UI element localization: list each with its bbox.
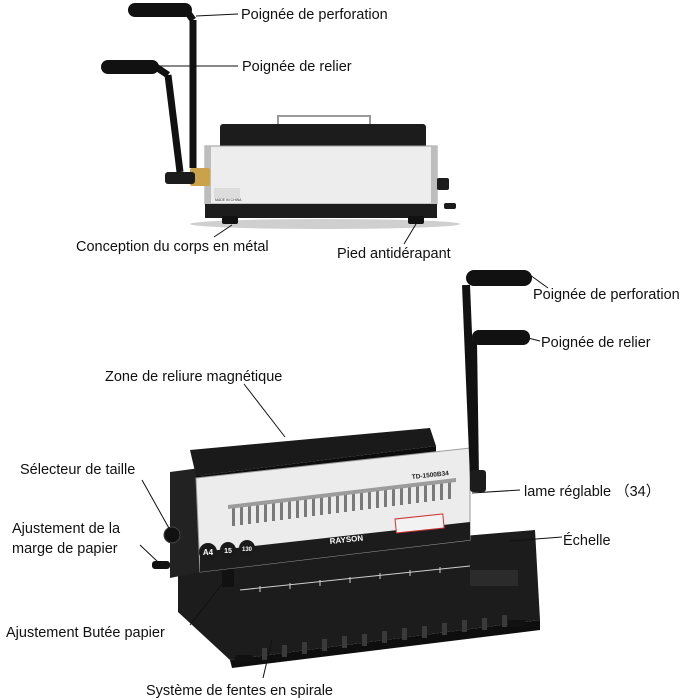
margin-adjust-knob <box>152 561 170 569</box>
bottom-label-scale: Échelle <box>563 532 611 549</box>
top-label-punch-handle: Poignée de perforation <box>241 7 388 23</box>
size-selector-knob <box>163 526 181 544</box>
badge-15 <box>220 542 236 558</box>
top-machine-foot-left <box>222 216 238 224</box>
bottom-label-adjustable-blade: lame réglable （34） <box>524 483 660 500</box>
top-machine: MADE IN CHINA Poignée de perforation Poi… <box>76 3 460 262</box>
machine-model: TD-1500B34 <box>411 470 449 481</box>
machine-brand: RAYSON <box>329 534 363 546</box>
top-label-metal-body: Conception du corps en métal <box>76 239 269 255</box>
badge-a4 <box>199 543 217 561</box>
base-scale-marks <box>239 565 471 592</box>
top-label-antislip-foot: Pied antidérapant <box>337 246 451 262</box>
badge-a4-text: A4 <box>203 548 214 557</box>
top-machine-lid <box>220 124 426 148</box>
magnetic-binding-zone <box>190 428 436 476</box>
spiral-slots <box>262 615 507 660</box>
bottom-binding-handle <box>471 330 530 479</box>
comb-teeth <box>232 481 451 526</box>
bottom-machine-side-housing <box>170 468 200 578</box>
top-machine-base <box>205 204 437 218</box>
badge-15-text: 15 <box>224 548 232 555</box>
bottom-label-paper-stop: Ajustement Butée papier <box>6 625 165 641</box>
top-machine-foot-right <box>408 216 424 224</box>
top-leaders <box>156 13 417 245</box>
bottom-leaders <box>139 274 563 679</box>
top-binding-handle <box>101 60 184 173</box>
bottom-label-margin-adjust-line1: Ajustement de la <box>12 521 121 537</box>
top-label-binding-handle: Poignée de relier <box>242 59 352 75</box>
top-machine-plate-text: MADE IN CHINA <box>215 198 242 202</box>
bottom-label-size-selector: Sélecteur de taille <box>20 462 135 478</box>
bottom-label-margin-adjust-line2: marge de papier <box>12 541 118 557</box>
bottom-label-binding-handle: Poignée de relier <box>541 335 651 351</box>
top-punch-handle <box>128 3 197 168</box>
badge-130 <box>239 540 255 556</box>
bottom-label-spiral-slots: Système de fentes en spirale <box>146 683 333 699</box>
badge-130-text: 130 <box>242 547 253 553</box>
bottom-label-punch-handle: Poignée de perforation <box>533 287 680 303</box>
bottom-machine: TD-1500B34 <box>6 270 680 699</box>
bottom-label-magnetic-zone: Zone de reliure magnétique <box>105 369 282 385</box>
spec-badges: A4 15 130 <box>199 540 255 561</box>
